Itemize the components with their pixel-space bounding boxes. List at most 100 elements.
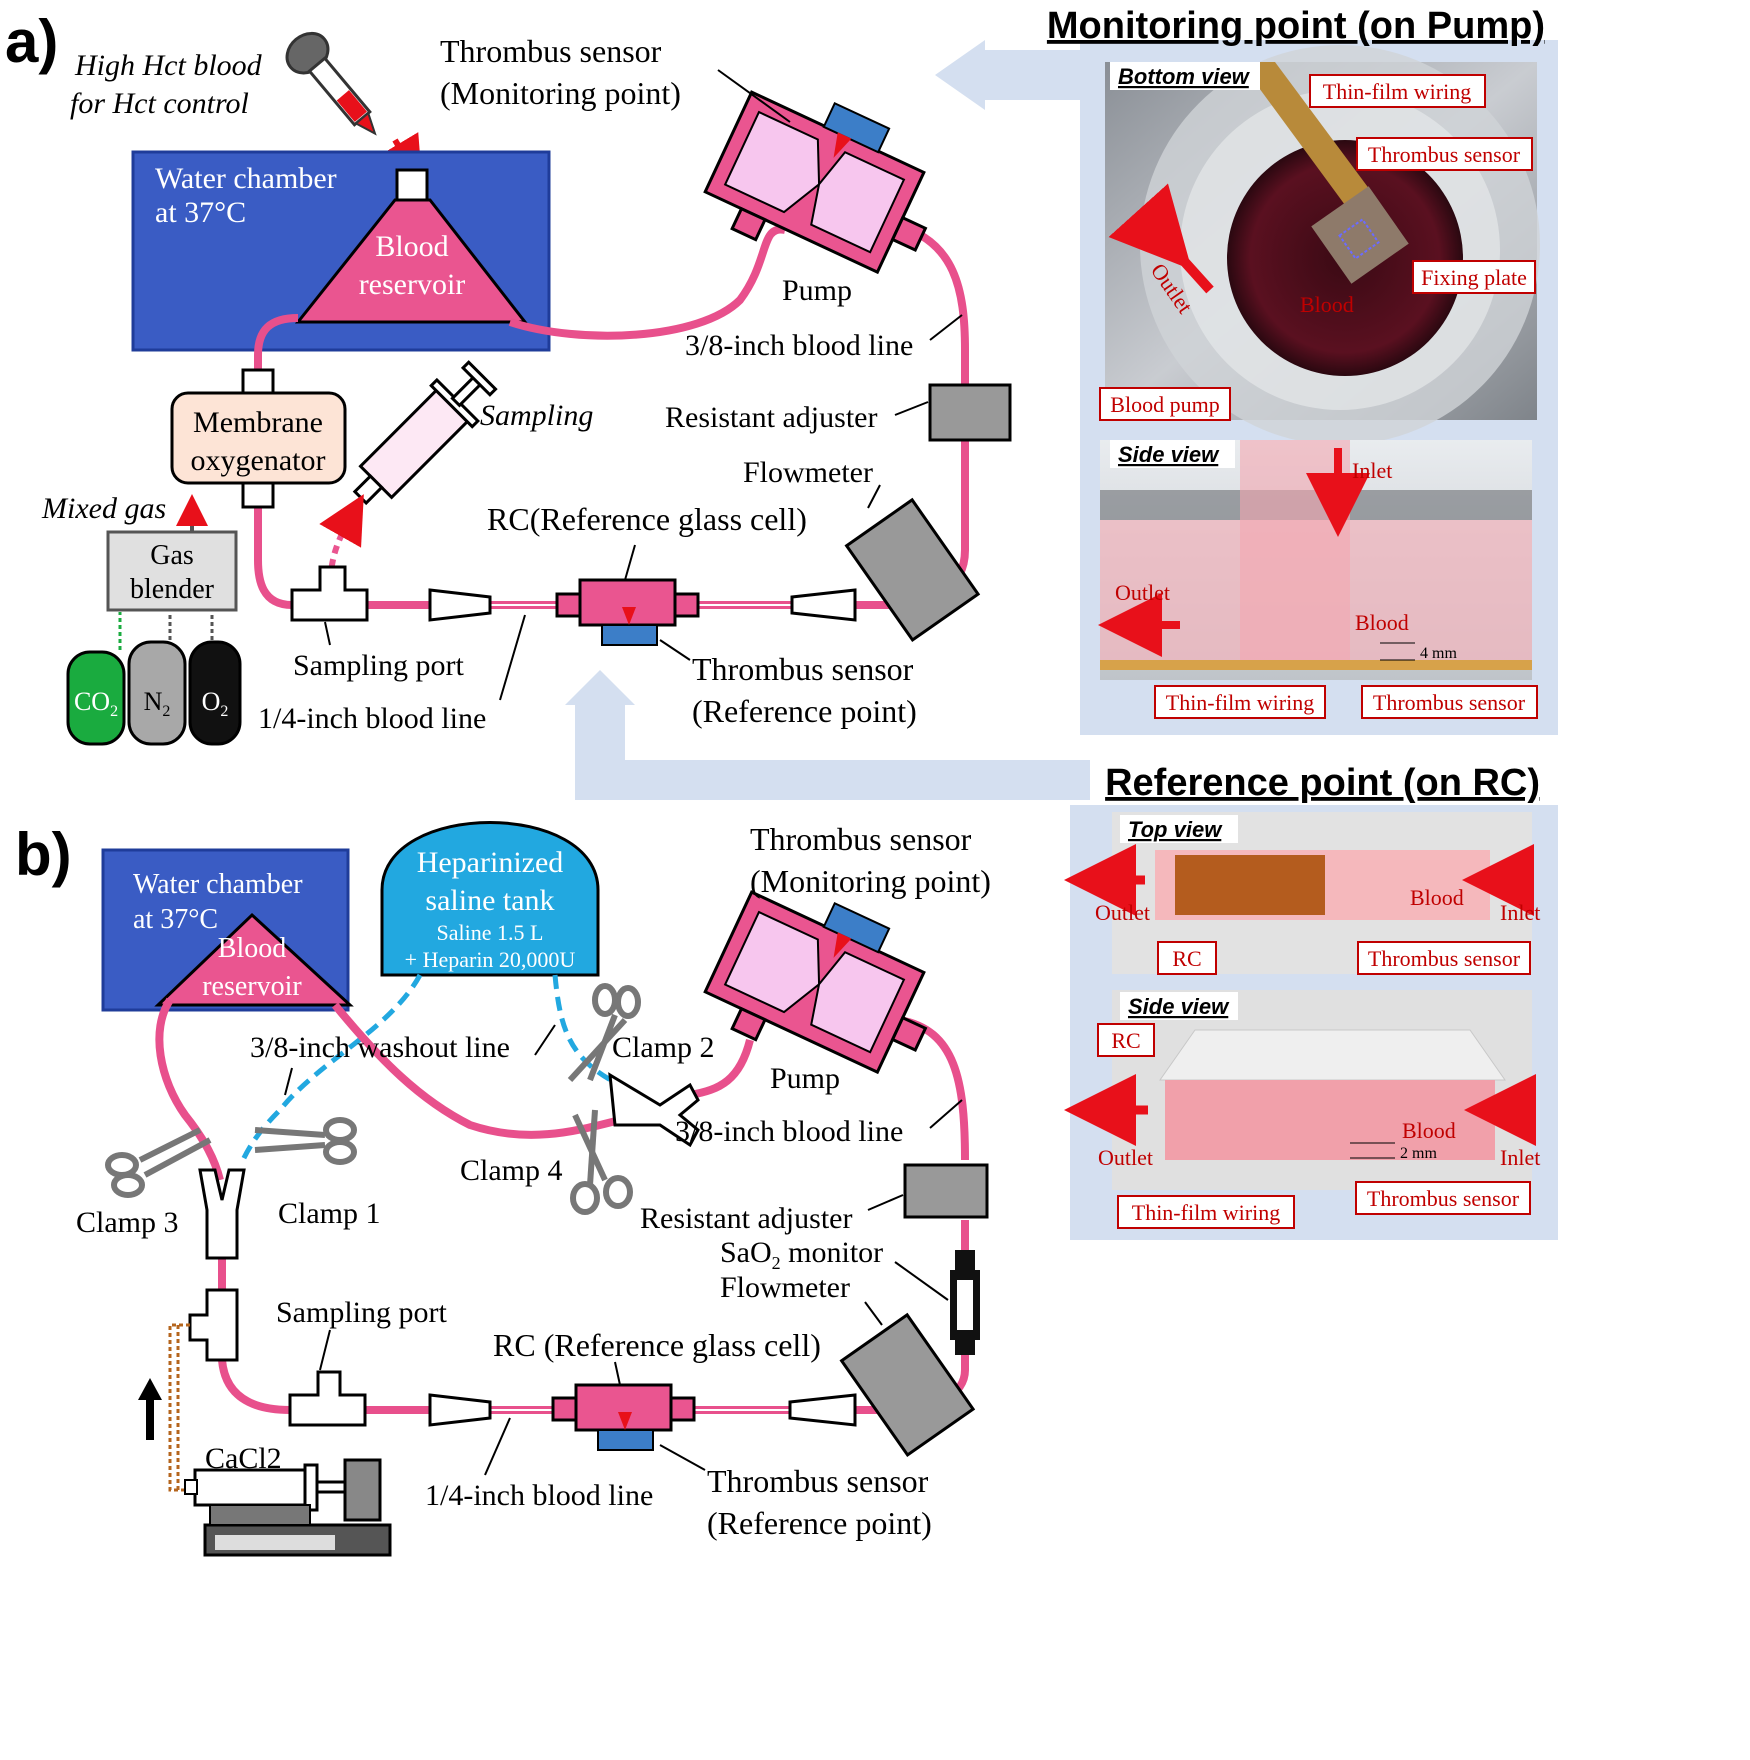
svg-text:N2: N2 xyxy=(144,687,171,720)
label-inlet: Inlet xyxy=(1500,900,1540,925)
label-gap-4mm: 4 mm xyxy=(1420,645,1457,662)
mixed-gas-label: Mixed gas xyxy=(41,492,166,525)
washout-line-label: 3/8-inch washout line xyxy=(250,1031,510,1064)
sao2-label: SaO xyxy=(720,1236,772,1269)
membrane-label-1: Membrane xyxy=(193,406,323,439)
water-chamber-label-2: at 37°C xyxy=(133,904,218,935)
clamp-4-icon xyxy=(570,1109,633,1215)
label-thrombus-sensor: Thrombus sensor xyxy=(1368,946,1521,971)
blood-reservoir xyxy=(154,912,354,1007)
saline-tank-label-3: Saline 1.5 L xyxy=(437,920,544,945)
clamp-1-icon xyxy=(254,1117,357,1165)
label-inlet: Inlet xyxy=(1500,1145,1540,1170)
clamp-2-icon xyxy=(567,983,641,1083)
reference-panel: Reference point (on RC) Top view Outlet … xyxy=(565,670,1558,1240)
o2-label: O xyxy=(202,687,221,716)
o2-subscript: 2 xyxy=(220,703,228,720)
label-blood-pump: Blood pump xyxy=(1110,392,1219,417)
svg-text:O2: O2 xyxy=(202,687,229,720)
thrombus-ref-label-1: Thrombus sensor xyxy=(707,1463,929,1499)
n2-subscript: 2 xyxy=(162,703,170,720)
rc-side-view-photo: Side view RC Outlet Inlet Blood 2 mm Thi… xyxy=(1064,990,1540,1229)
gas-cylinders: CO2 N2 O2 xyxy=(66,612,242,746)
rc-label: RC (Reference glass cell) xyxy=(493,1327,821,1363)
clamp-3-label: Clamp 3 xyxy=(76,1206,179,1239)
pump xyxy=(703,90,928,275)
rc-side-view-title: Side view xyxy=(1128,994,1230,1019)
label-blood: Blood xyxy=(1355,610,1409,635)
label-outlet: Outlet xyxy=(1115,580,1170,605)
thrombus-ref-label-2: (Reference point) xyxy=(692,693,917,729)
reservoir-label-1: Blood xyxy=(218,933,286,964)
sao2-subscript: 2 xyxy=(772,1253,781,1273)
resistant-adjuster xyxy=(928,383,1012,442)
sampling-port xyxy=(290,565,369,622)
monitoring-panel-title: Monitoring point (on Pump) xyxy=(1047,5,1545,47)
bottom-view-title: Bottom view xyxy=(1118,64,1251,89)
label-blood: Blood xyxy=(1410,885,1464,910)
label-rc: RC xyxy=(1111,1028,1140,1053)
o2-cylinder xyxy=(188,640,242,746)
monitoring-panel: Monitoring point (on Pump) Bottom view T… xyxy=(935,5,1558,735)
rc-cell xyxy=(551,1383,696,1451)
blood-line-14-label: 1/4-inch blood line xyxy=(425,1479,653,1512)
label-rc: RC xyxy=(1172,946,1201,971)
n2-cylinder xyxy=(127,640,187,746)
rc-cell xyxy=(555,578,700,646)
water-chamber-label-1: Water chamber xyxy=(155,162,337,195)
gas-blender-label-1: Gas xyxy=(150,540,194,571)
reservoir-label-1: Blood xyxy=(375,230,448,263)
svg-text:SaO2 monitor: SaO2 monitor xyxy=(720,1236,883,1273)
water-chamber-label-2: at 37°C xyxy=(155,196,246,229)
pump xyxy=(703,890,928,1075)
thrombus-ref-label-1: Thrombus sensor xyxy=(692,651,914,687)
label-thin-film-wiring: Thin-film wiring xyxy=(1166,690,1314,715)
sampling-label: Sampling xyxy=(480,399,593,432)
flowmeter xyxy=(844,497,981,643)
washout-line xyxy=(240,973,622,1162)
clamp-3-icon xyxy=(105,1127,212,1198)
saline-tank-label-2: saline tank xyxy=(425,884,554,917)
cacl2-syringe-pump: CaCl2 xyxy=(138,1323,392,1557)
co2-cylinder xyxy=(66,650,126,746)
sao2-monitor xyxy=(950,1250,980,1355)
gas-blender xyxy=(106,530,238,612)
rc-top-view-photo: Top view Outlet Inlet Blood RC Thrombus … xyxy=(1064,812,1540,975)
label-gap-2mm: 2 mm xyxy=(1400,1145,1437,1162)
y-connector-2 xyxy=(608,1072,700,1148)
rc-top-view-title: Top view xyxy=(1128,817,1223,842)
membrane-label-2: oxygenator xyxy=(191,444,326,477)
thrombus-monitor-label-2: (Monitoring point) xyxy=(440,75,681,111)
reference-panel-title: Reference point (on RC) xyxy=(1105,762,1540,804)
label-thrombus-sensor: Thrombus sensor xyxy=(1367,1186,1520,1211)
label-blood: Blood xyxy=(1300,292,1354,317)
syringe-icon xyxy=(352,360,498,506)
n2-label: N xyxy=(144,687,163,716)
label-thrombus-sensor: Thrombus sensor xyxy=(1368,142,1521,167)
sampling-port-label: Sampling port xyxy=(293,649,464,682)
saline-tank xyxy=(380,821,600,977)
cacl2-label: CaCl2 xyxy=(205,1442,282,1475)
label-fixing-plate: Fixing plate xyxy=(1421,265,1527,290)
connector-arrow-monitoring xyxy=(935,40,1095,110)
reservoir-label-2: reservoir xyxy=(202,971,302,1002)
calcium-port xyxy=(188,1288,239,1362)
dropper-icon xyxy=(285,31,377,136)
label-thin-film-wiring: Thin-film wiring xyxy=(1323,79,1471,104)
dropper-label-1: High Hct blood xyxy=(74,49,263,82)
co2-subscript: 2 xyxy=(110,703,118,720)
pump-side-view-title: Side view xyxy=(1118,442,1220,467)
pump-label: Pump xyxy=(770,1062,840,1095)
label-blood: Blood xyxy=(1402,1118,1456,1143)
saline-tank-label-4: + Heparin 20,000U xyxy=(405,947,576,972)
connector-arrow-reference xyxy=(565,670,1090,800)
label-thrombus-sensor: Thrombus sensor xyxy=(1373,690,1526,715)
sao2-monitor-label: monitor xyxy=(781,1236,884,1269)
clamp-2-label: Clamp 2 xyxy=(612,1031,715,1064)
saline-tank-label-1: Heparinized xyxy=(417,846,564,879)
label-outlet: Outlet xyxy=(1095,900,1150,925)
blood-line-38-label: 3/8-inch blood line xyxy=(685,329,913,362)
gas-blender-label-2: blender xyxy=(130,574,215,605)
